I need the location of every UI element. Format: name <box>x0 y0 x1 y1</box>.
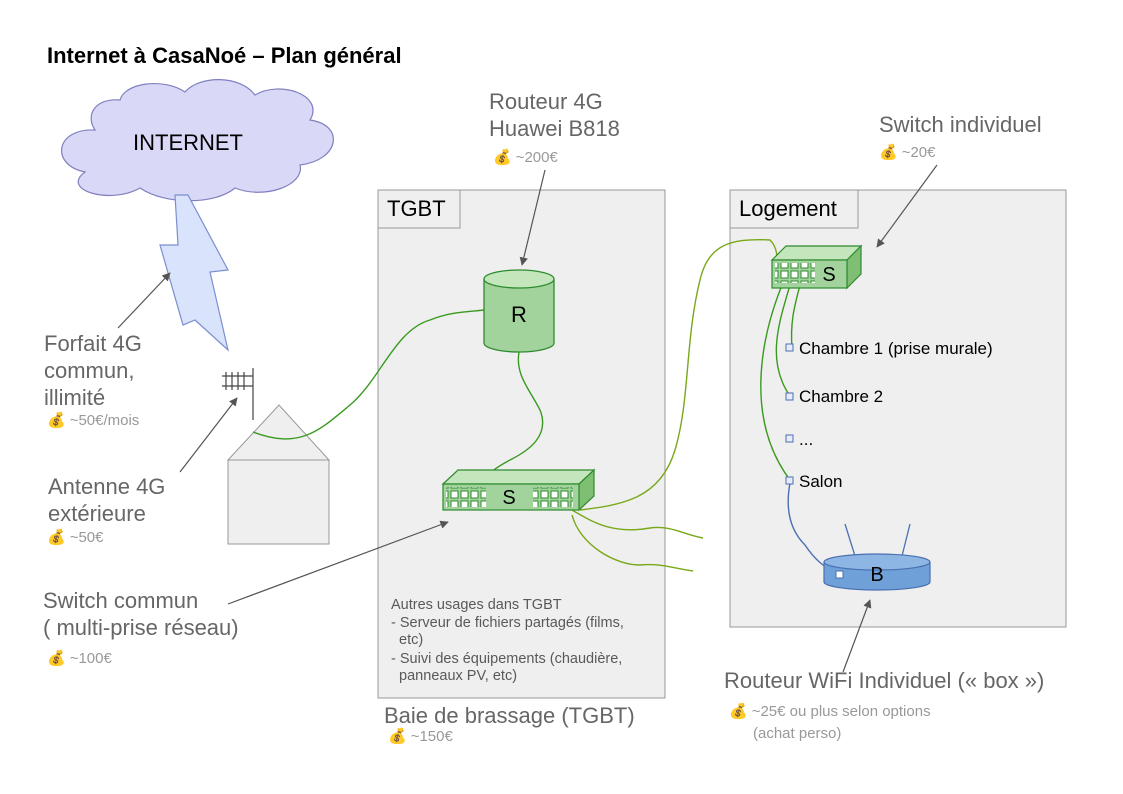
room-label: Chambre 1 (prise murale) <box>799 339 993 358</box>
routeur4g-price: 💰~200€ <box>493 148 558 166</box>
room-label: Salon <box>799 472 842 491</box>
cable-s-chambre1 <box>790 284 801 349</box>
switch-individuel-price: 💰~20€ <box>879 143 936 161</box>
switch-commun-price: 💰~100€ <box>47 649 112 667</box>
wifi-router-price-note: (achat perso) <box>753 725 841 742</box>
wifi-router-device: B <box>823 523 931 591</box>
arrow-forfait <box>117 272 171 329</box>
routeur4g-label: Routeur 4G <box>489 89 603 114</box>
switch-commun-label: ( multi-prise réseau) <box>43 615 239 640</box>
forfait-label: illimité <box>44 385 105 410</box>
lightning-icon <box>159 194 230 352</box>
switch-commun-letter: S <box>502 487 515 509</box>
tgbt-note: - Serveur de fichiers partagés (films, <box>391 615 624 631</box>
cable-antenna-router <box>252 309 486 440</box>
arrow-switch-commun <box>227 520 449 605</box>
antenne-price: 💰~50€ <box>47 528 104 546</box>
cable-s-salon <box>760 284 791 481</box>
routeur4g-label: Huawei B818 <box>489 116 620 141</box>
tgbt-note: panneaux PV, etc) <box>391 668 517 684</box>
tgbt-note: Autres usages dans TGBT <box>391 597 562 613</box>
room-label: ... <box>799 430 813 449</box>
socket-chambre1-icon <box>785 343 794 352</box>
tgbt-note: etc) <box>391 632 423 648</box>
arrow-antenne <box>179 397 238 473</box>
tgbt-price: 💰~150€ <box>388 727 453 745</box>
forfait-label: Forfait 4G <box>44 331 142 356</box>
socket-etc-icon <box>785 434 794 443</box>
tgbt-caption: Baie de brassage (TGBT) <box>384 703 635 728</box>
switch-individuel-letter: S <box>822 264 835 286</box>
wifi-router-label: Routeur WiFi Individuel (« box ») <box>724 668 1044 693</box>
wifi-router-letter: B <box>870 564 883 586</box>
cable-s-chambre2 <box>775 284 791 397</box>
cable-switch-out-2 <box>571 514 694 572</box>
socket-salon-icon <box>785 476 794 485</box>
arrow-wifi-router <box>842 599 872 673</box>
forfait-label: commun, <box>44 358 134 383</box>
router-4g-device: R <box>483 269 555 353</box>
cable-switch-logement <box>579 238 781 511</box>
socket-chambre2-icon <box>785 392 794 401</box>
antenne-label: Antenne 4G <box>48 474 165 499</box>
arrow-switch-individuel <box>876 164 938 248</box>
antenne-label: extérieure <box>48 501 146 526</box>
switch-commun-label: Switch commun <box>43 588 198 613</box>
room-label: Chambre 2 <box>799 387 883 406</box>
house-icon <box>226 404 331 545</box>
wifi-router-price: 💰~25€ ou plus selon options <box>729 702 931 720</box>
internet-label: INTERNET <box>133 130 243 155</box>
tgbt-box-label: TGBT <box>387 196 446 221</box>
arrow-routeur4g <box>519 169 546 266</box>
forfait-price: 💰~50€/mois <box>47 411 139 429</box>
switch-individuel-label: Switch individuel <box>879 112 1042 137</box>
switch-individuel-device: S <box>770 244 863 290</box>
page-title: Internet à CasaNoé – Plan général <box>47 43 402 68</box>
internet-cloud: INTERNET <box>61 79 334 202</box>
logement-box-label: Logement <box>739 196 837 221</box>
antenna-icon <box>222 368 254 420</box>
cable-switch-out-1 <box>571 509 704 539</box>
router-4g-letter: R <box>511 302 527 327</box>
switch-commun-device: S <box>441 468 596 512</box>
tgbt-note: - Suivi des équipements (chaudière, <box>391 651 622 667</box>
